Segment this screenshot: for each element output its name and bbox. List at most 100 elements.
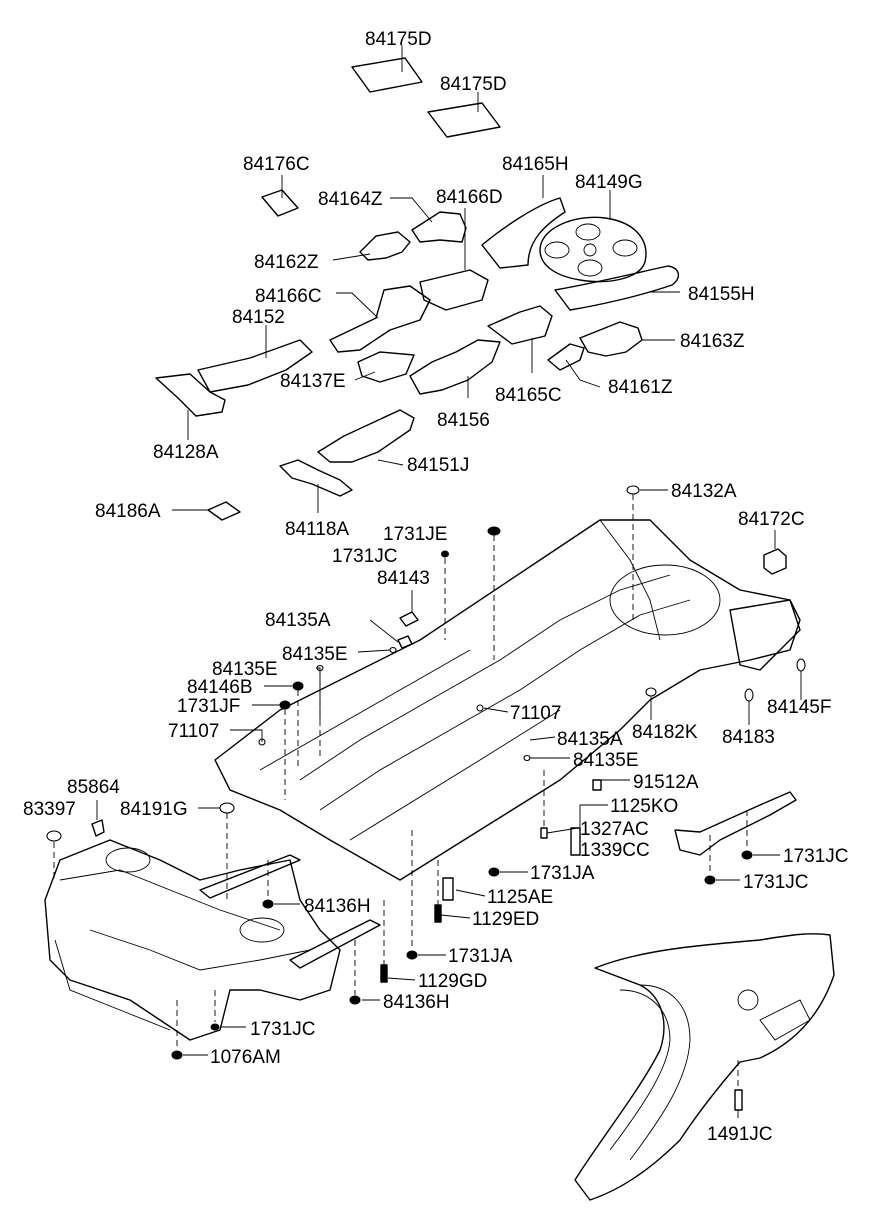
plug-1731jc-top[interactable] <box>441 550 449 558</box>
pad-84166c[interactable] <box>329 285 431 353</box>
pad-84149g-hole-3 <box>612 239 638 257</box>
plug-84145f[interactable] <box>796 658 806 672</box>
plug-1731ja-upper[interactable] <box>488 867 500 877</box>
pad-84163z[interactable] <box>579 321 643 357</box>
clip-84135a[interactable] <box>397 635 413 649</box>
plug-84182k[interactable] <box>645 687 657 697</box>
floor-panel-84182k[interactable] <box>214 519 801 881</box>
pad-84186a[interactable] <box>207 501 241 521</box>
pad-84149g-center <box>583 243 597 257</box>
label-84156: 84156 <box>437 410 490 431</box>
pad-84149g[interactable] <box>539 216 647 283</box>
label-84136h-lower: 84136H <box>383 992 450 1013</box>
side-sill-lower[interactable] <box>289 919 381 969</box>
plug-84135e-right[interactable] <box>523 754 531 762</box>
plug-84136h-upper[interactable] <box>262 899 274 909</box>
plug-84135e-upper[interactable] <box>389 646 397 654</box>
grommet-71107-right[interactable] <box>476 704 484 712</box>
label-1129ed: 1129ED <box>472 909 539 930</box>
bolt-1125ae[interactable] <box>442 877 454 901</box>
clip-84143[interactable] <box>399 611 419 627</box>
label-1731ja-upper: 1731JA <box>530 863 595 884</box>
plug-84132a[interactable] <box>626 485 640 495</box>
pad-84161z[interactable] <box>547 343 585 371</box>
label-1731jf: 1731JF <box>177 696 240 717</box>
quarter-panel-door-opening-2 <box>629 984 691 1161</box>
label-84152: 84152 <box>232 307 285 328</box>
label-84146b: 84146B <box>187 677 253 698</box>
label-1731jc-rear-2: 1731JC <box>743 872 809 893</box>
plug-1731jc-rear-1[interactable] <box>741 850 753 860</box>
label-84143: 84143 <box>377 568 430 589</box>
pad-84156[interactable] <box>409 339 501 395</box>
bolt-1129gd[interactable] <box>380 964 388 983</box>
label-84135a-upper: 84135A <box>265 610 331 631</box>
floor-panel-rear-side <box>729 599 801 671</box>
label-84135e-upper: 84135E <box>282 644 348 665</box>
pad-84162z[interactable] <box>359 231 411 261</box>
pad-84128a[interactable] <box>155 373 226 417</box>
bolt-1129ed[interactable] <box>434 904 442 923</box>
floor-panel-spare-well <box>609 564 721 636</box>
label-84149g: 84149G <box>575 172 643 193</box>
label-84162z: 84162Z <box>254 252 319 273</box>
pad-84152[interactable] <box>197 339 313 393</box>
pad-84165h[interactable] <box>481 197 566 269</box>
plug-84146b[interactable] <box>292 681 304 691</box>
label-84163z: 84163Z <box>680 331 745 352</box>
pad-84164z[interactable] <box>411 211 467 243</box>
plug-1731jc-front[interactable] <box>210 1023 220 1031</box>
label-84135e-left: 84135E <box>212 659 278 680</box>
pad-84175d-upper[interactable] <box>351 57 423 93</box>
pad-84155h[interactable] <box>554 265 679 311</box>
label-84166c: 84166C <box>255 286 322 307</box>
clip-85864[interactable] <box>91 819 105 837</box>
plug-1076am[interactable] <box>171 1050 183 1060</box>
label-84172c: 84172C <box>738 509 805 530</box>
quarter-panel-taillight <box>759 999 811 1041</box>
plug-1731jf[interactable] <box>279 700 291 710</box>
pad-84149g-hole-1 <box>544 241 570 259</box>
pad-84166d[interactable] <box>419 269 489 311</box>
front-body-structure[interactable] <box>44 839 341 1041</box>
label-71107-right: 71107 <box>510 703 561 724</box>
label-1339cc: 1339CC <box>580 840 650 861</box>
pad-84176c[interactable] <box>261 189 299 217</box>
plug-1731jc-rear-2[interactable] <box>704 875 716 885</box>
label-84145f: 84145F <box>767 697 831 718</box>
pad-84175d-lower[interactable] <box>427 102 501 138</box>
plug-84183[interactable] <box>744 688 754 702</box>
side-sill-upper[interactable] <box>199 854 301 899</box>
rear-cross-member[interactable] <box>674 791 797 856</box>
pad-84137e[interactable] <box>357 351 415 383</box>
label-1731jc-rear-1: 1731JC <box>783 846 849 867</box>
floor-panel-tunnel-2 <box>319 599 691 811</box>
pad-84165c[interactable] <box>487 305 553 345</box>
labels: 84175D 84175D 84176C 84164Z 84166D 84165… <box>23 29 849 1145</box>
label-84135a-lower: 84135A <box>557 729 623 750</box>
plug-83397[interactable] <box>46 830 62 842</box>
bolt-1491jc[interactable] <box>734 1089 743 1111</box>
front-side-member <box>89 929 311 971</box>
clip-1327ac[interactable] <box>540 827 548 839</box>
pad-84149g-hole-4 <box>577 259 603 277</box>
pad-84151j[interactable] <box>317 409 415 463</box>
bolt-1125ko[interactable] <box>570 827 581 856</box>
quarter-panel[interactable] <box>574 933 835 1201</box>
label-84165h: 84165H <box>502 154 569 175</box>
label-84191g: 84191G <box>120 799 188 820</box>
quarter-panel-group <box>574 933 835 1201</box>
plug-84191g[interactable] <box>219 802 235 814</box>
label-84165c: 84165C <box>495 385 562 406</box>
floor-panel-seat-rail <box>259 649 471 771</box>
plug-1731je[interactable] <box>487 526 501 536</box>
strut-tower-right <box>239 917 285 943</box>
label-1327ac: 1327AC <box>580 819 649 840</box>
block-84172c[interactable] <box>763 548 787 575</box>
clip-91512a[interactable] <box>592 779 602 791</box>
pad-84118a[interactable] <box>279 459 353 497</box>
label-91512a: 91512A <box>633 772 699 793</box>
quarter-panel-fuel-door <box>737 989 759 1011</box>
plug-1731ja-lower[interactable] <box>406 950 418 960</box>
plug-84136h-lower[interactable] <box>349 995 361 1005</box>
